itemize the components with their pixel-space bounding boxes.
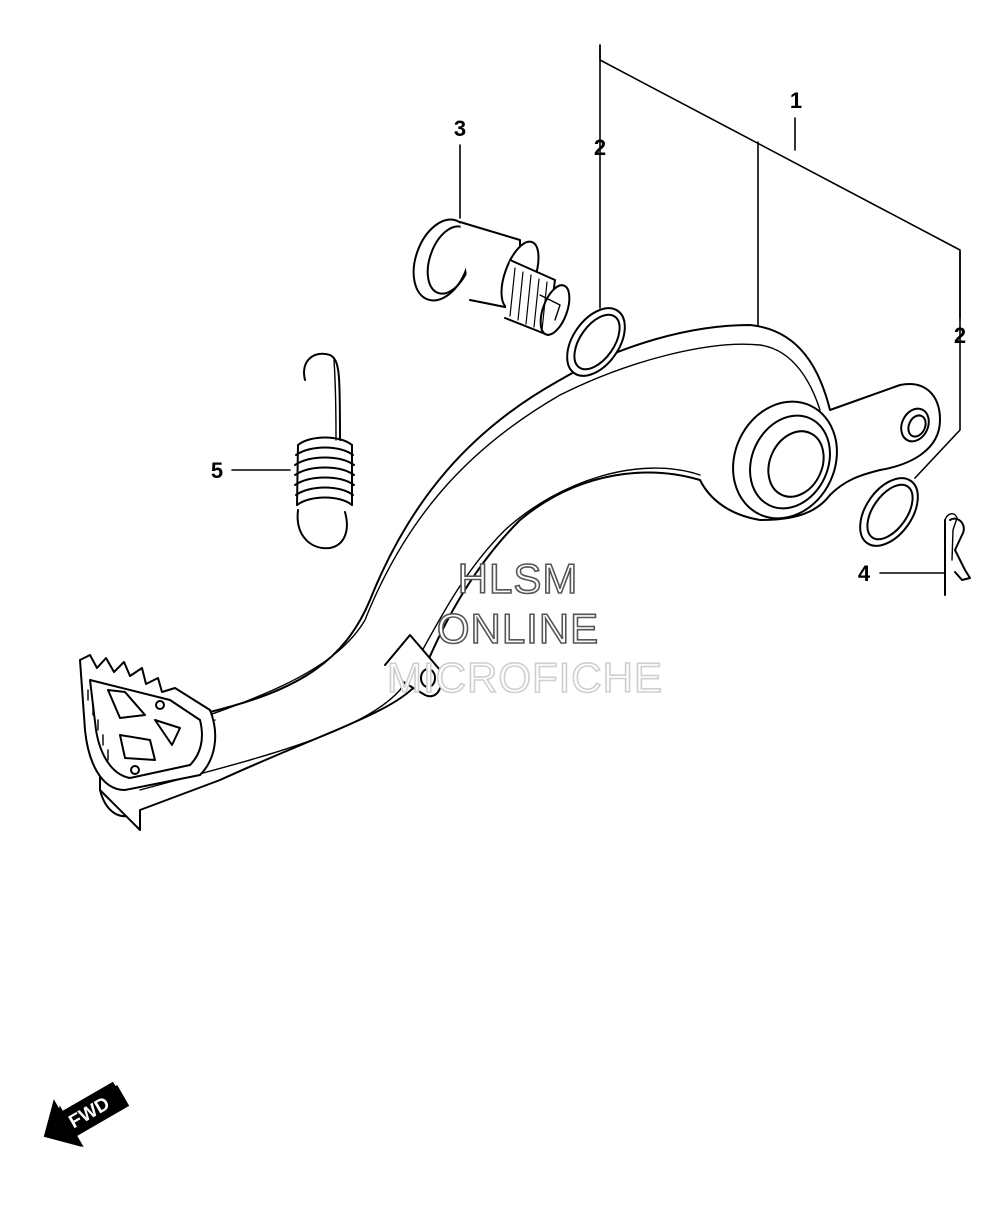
pivot-bolt (412, 218, 571, 336)
watermark-line3: MICROFICHE (387, 654, 663, 701)
washer-left (566, 307, 626, 377)
callout-4: 4 (858, 561, 871, 586)
callout-1: 1 (790, 88, 802, 113)
watermark: HLSM ONLINE MICROFICHE (386, 554, 663, 702)
washer-right (859, 477, 919, 547)
callout-2-right: 2 (954, 323, 966, 348)
watermark-line2: ONLINE (437, 605, 599, 652)
fwd-arrow-icon: FWD (43, 1081, 130, 1148)
return-spring (294, 352, 355, 550)
brake-pedal (79, 324, 941, 831)
leader-lines-1 (231, 44, 961, 574)
callout-2-left: 2 (594, 135, 606, 160)
callout-3: 3 (454, 116, 466, 141)
watermark-line1: HLSM (458, 555, 579, 602)
cotter-pin (944, 513, 971, 596)
callout-5: 5 (211, 458, 223, 483)
